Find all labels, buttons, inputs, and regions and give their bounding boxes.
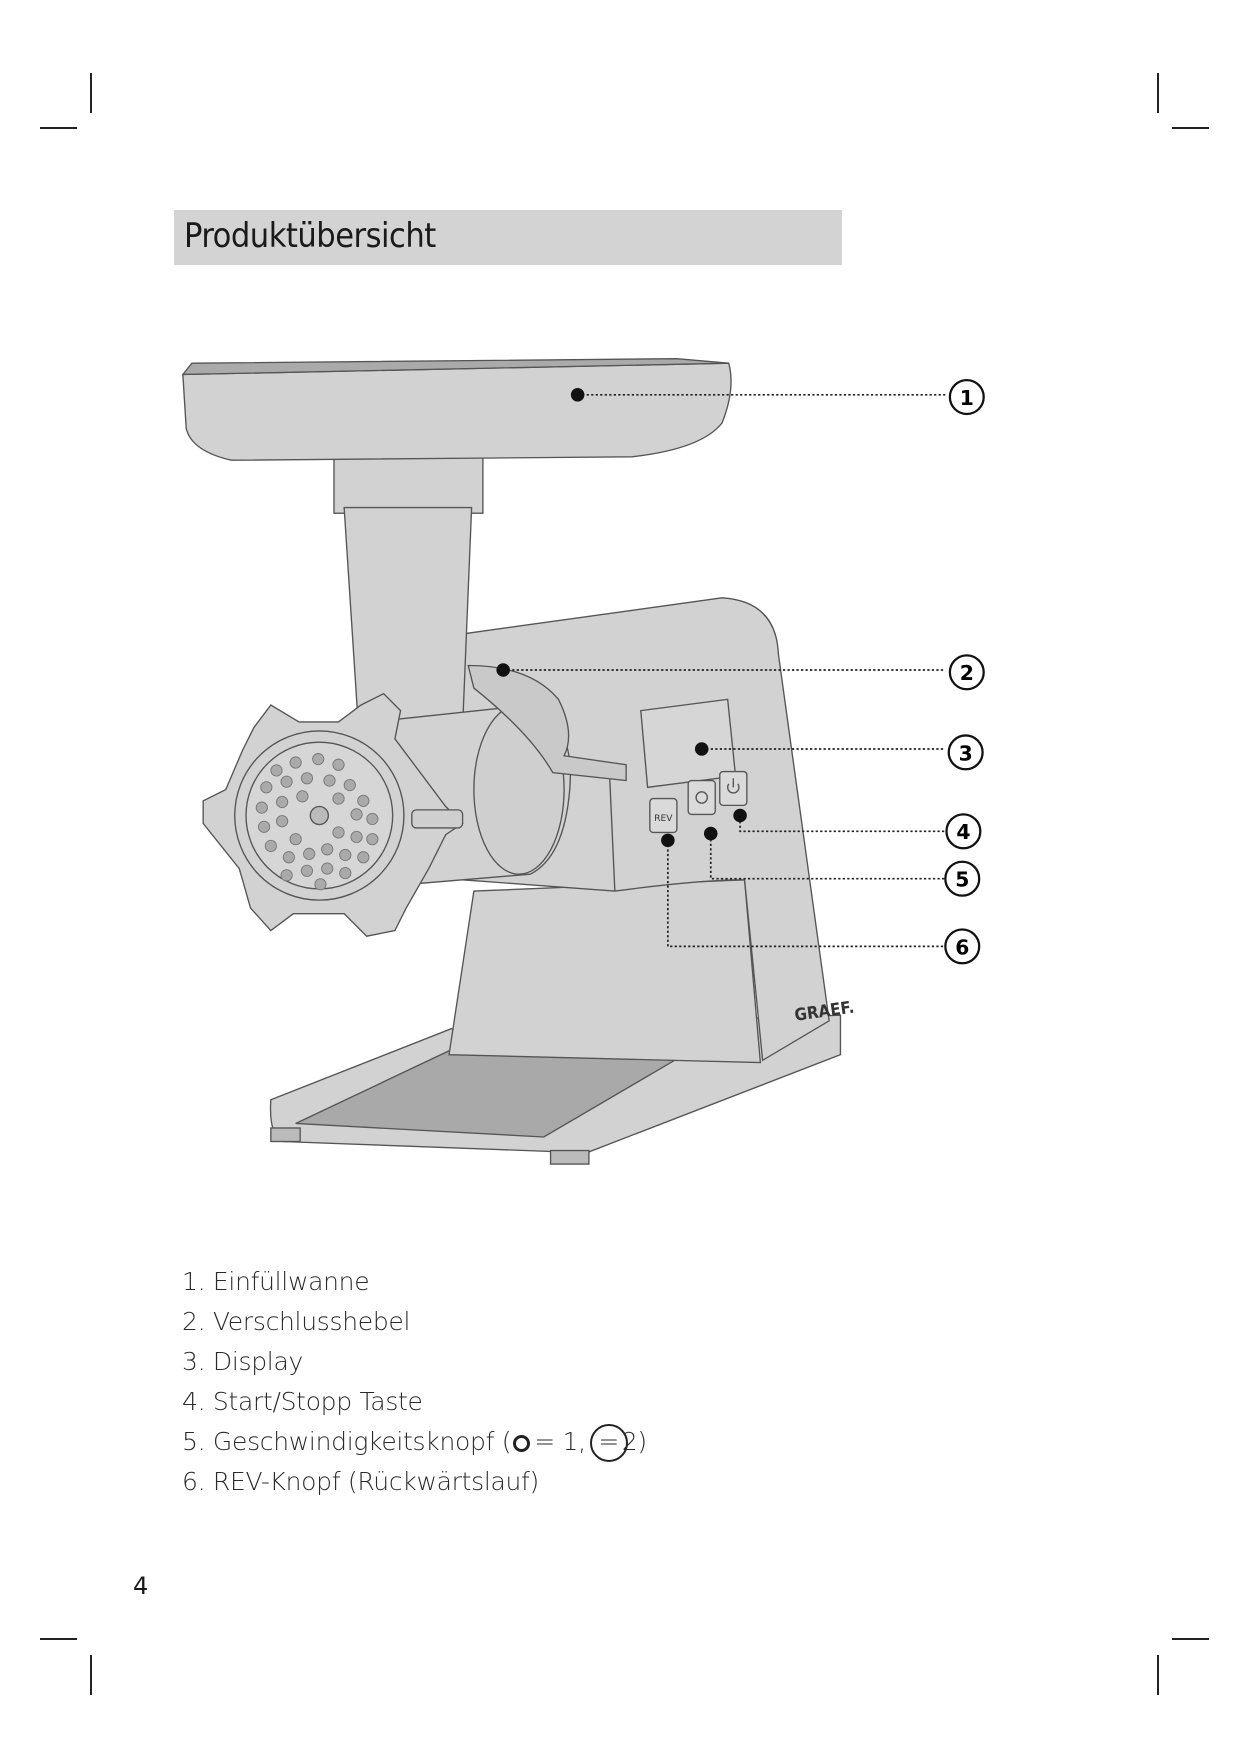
plate-center (309, 805, 330, 826)
legend-text: Einfüllwanne (212, 1267, 370, 1296)
callout-1: 1 (960, 386, 974, 410)
speed-icon (695, 791, 709, 804)
legend-item: 3. Display (182, 1342, 647, 1382)
crop-mark (90, 73, 92, 113)
legend-item: 4. Start/Stopp Taste (182, 1382, 647, 1422)
crop-mark (90, 1655, 92, 1695)
speed-button (687, 779, 716, 816)
legend-text: REV-Knopf (Rückwärtslauf) (212, 1467, 540, 1496)
foot (270, 1127, 301, 1143)
crop-mark (1172, 1638, 1209, 1640)
rev-button (649, 797, 678, 834)
rev-label: REV (654, 814, 673, 824)
callout-3: 3 (959, 741, 973, 765)
legend-text: Display (212, 1347, 303, 1376)
callout-dots (496, 388, 747, 848)
legend-text: = 1, (534, 1427, 586, 1456)
legend-item: 5. Geschwindigkeitsknopf ( = 1, =2) (182, 1422, 647, 1462)
crop-mark (1157, 73, 1159, 113)
power-button (719, 770, 748, 807)
hopper-neck (333, 450, 484, 514)
crop-mark (1157, 1655, 1159, 1695)
legend-item: 2. Verschlusshebel (182, 1302, 647, 1342)
feed-tube (343, 506, 473, 734)
legend-text: 2) (621, 1427, 647, 1456)
parts-legend: 1. Einfüllwanne 2. Verschlusshebel 3. Di… (182, 1262, 647, 1502)
crop-mark (40, 1638, 77, 1640)
callout-4: 4 (956, 820, 970, 844)
foot (549, 1149, 590, 1165)
large-circle-icon: = (589, 1424, 628, 1462)
plate-holes (255, 753, 379, 891)
legend-num: 5. (182, 1427, 206, 1456)
legend-text: Verschlusshebel (212, 1307, 411, 1336)
callout-2: 2 (960, 661, 974, 685)
legend-num: 3. (182, 1347, 206, 1376)
callout-6: 6 (955, 935, 969, 959)
legend-item: 1. Einfüllwanne (182, 1262, 647, 1302)
legend-num: 1. (182, 1267, 206, 1296)
legend-num: 4. (182, 1387, 206, 1416)
legend-text: = (598, 1427, 620, 1456)
locking-lever (467, 664, 627, 782)
body-column (448, 879, 762, 1064)
legend-text: Start/Stopp Taste (212, 1387, 423, 1416)
crop-mark (1172, 127, 1209, 129)
legend-num: 2. (182, 1307, 206, 1336)
small-circle-icon (513, 1434, 531, 1452)
feed-hopper (182, 362, 732, 461)
legend-item: 6. REV-Knopf (Rückwärtslauf) (182, 1462, 647, 1502)
legend-text: Geschwindigkeitsknopf ( (212, 1427, 512, 1456)
page-number: 4 (133, 1572, 149, 1600)
callout-5: 5 (955, 868, 969, 892)
page-title: Produktübersicht (184, 216, 436, 256)
crop-mark (40, 127, 77, 129)
legend-num: 6. (182, 1467, 206, 1496)
section-header: Produktübersicht (174, 210, 842, 265)
power-icon (726, 778, 740, 794)
